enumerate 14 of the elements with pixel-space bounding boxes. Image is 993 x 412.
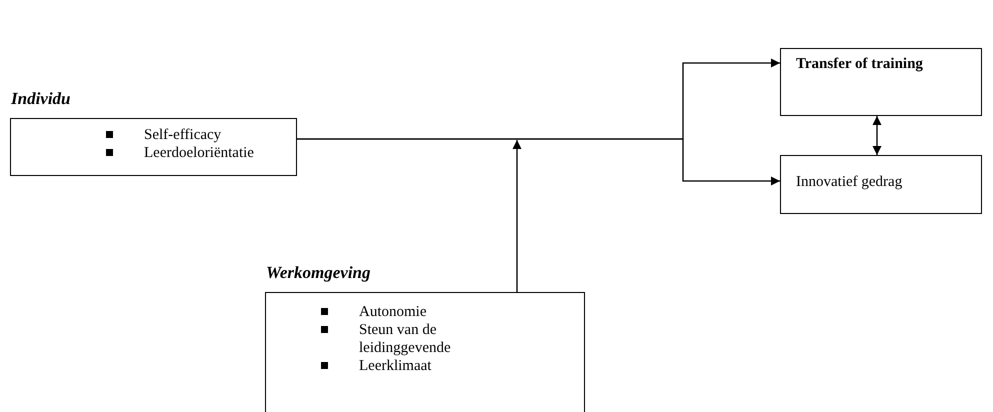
arrow [512, 140, 522, 292]
arrow [297, 138, 780, 186]
box-title: Transfer of training [796, 56, 923, 73]
box-text: Innovatief gedrag [796, 174, 902, 191]
list-item: Self-efficacy [144, 127, 222, 143]
arrow [872, 116, 882, 155]
list-item: Autonomie [359, 304, 426, 320]
list-item: Steun van de leidinggevende [359, 322, 451, 356]
section-heading: Werkomgeving [266, 263, 371, 283]
list-item: Leerklimaat [359, 358, 432, 374]
text-box [780, 48, 982, 116]
text-box [780, 155, 982, 214]
section-heading: Individu [11, 89, 71, 109]
list-item: Leerdoeloriëntatie [144, 145, 254, 161]
